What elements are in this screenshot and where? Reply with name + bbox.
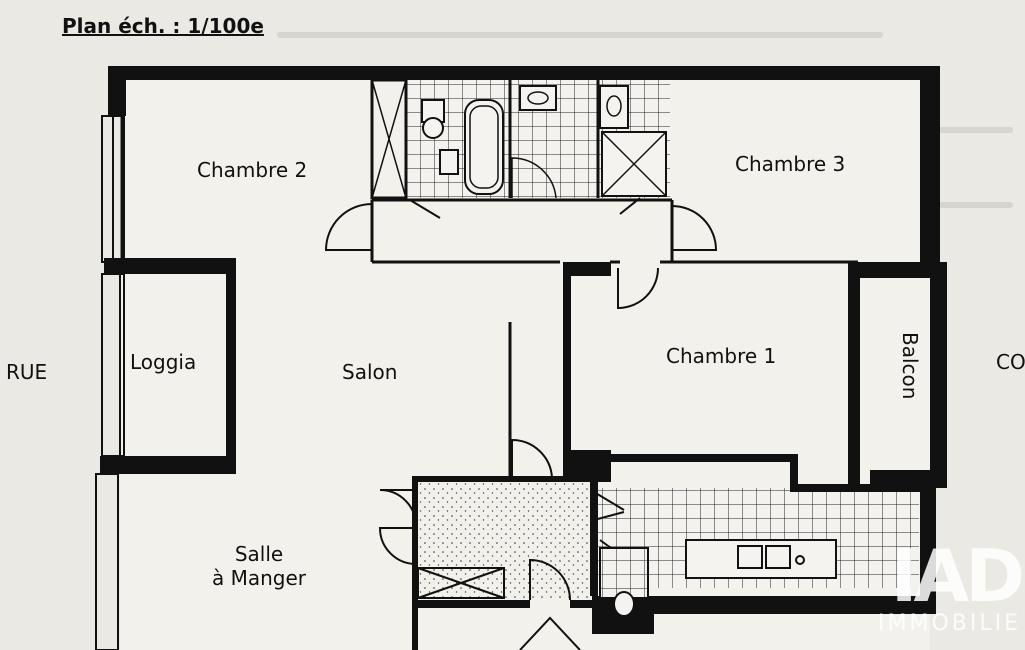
loggia-walls <box>95 258 236 650</box>
side-label-rue: RUE <box>6 360 48 384</box>
bathroom-block <box>370 78 667 200</box>
plan-scale-title: Plan éch. : 1/100e <box>62 14 264 38</box>
doors <box>324 197 718 650</box>
room-label-balcon: Balcon <box>898 332 922 400</box>
iad-watermark: IAD IMMOBILIE <box>878 534 1025 636</box>
kitchen-fixtures <box>599 539 837 617</box>
room-label-salle-a-manger: Salle à Manger <box>212 542 306 590</box>
iad-logo-text: IMMOBILIE <box>878 611 1021 636</box>
room-label-salon: Salon <box>342 360 398 384</box>
entrance-walls <box>412 476 600 650</box>
salle-line-2: à Manger <box>212 566 307 590</box>
entrance-closet <box>417 567 505 599</box>
side-label-right: CO <box>996 350 1025 374</box>
interior-walls <box>120 80 858 478</box>
walls <box>108 66 947 634</box>
room-label-loggia: Loggia <box>130 350 197 374</box>
room-label-chambre-2: Chambre 2 <box>197 158 308 182</box>
salle-line-1: Salle <box>234 542 284 566</box>
room-label-chambre-3: Chambre 3 <box>735 152 846 176</box>
iad-logo-mark: IAD <box>890 534 1025 618</box>
room-label-chambre-1: Chambre 1 <box>666 344 777 368</box>
